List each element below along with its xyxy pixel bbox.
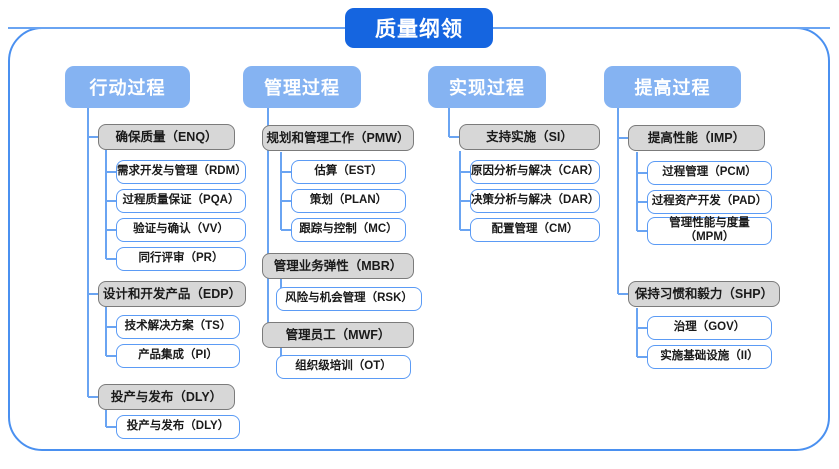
leaf-box-pr[interactable]: 同行评审（PR） <box>116 247 246 271</box>
group-box-dly[interactable]: 投产与发布（DLY） <box>98 384 235 410</box>
leaf-box-ts[interactable]: 技术解决方案（TS） <box>116 315 240 339</box>
column-header-realization[interactable]: 实现过程 <box>428 66 546 108</box>
leaf-box-pqa[interactable]: 过程质量保证（PQA） <box>116 189 246 213</box>
leaf-box-car[interactable]: 原因分析与解决（CAR） <box>470 160 600 184</box>
leaf-box-dar[interactable]: 决策分析与解决（DAR） <box>470 189 600 213</box>
group-box-enq[interactable]: 确保质量（ENQ） <box>98 124 235 150</box>
group-box-si[interactable]: 支持实施（SI） <box>459 124 600 150</box>
leaf-box-dly-child[interactable]: 投产与发布（DLY） <box>116 415 240 439</box>
column-header-management[interactable]: 管理过程 <box>243 66 361 108</box>
group-box-shp[interactable]: 保持习惯和毅力（SHP） <box>628 281 780 307</box>
leaf-box-gov[interactable]: 治理（GOV） <box>647 316 772 340</box>
leaf-box-ot[interactable]: 组织级培训（OT） <box>276 355 411 379</box>
leaf-box-est[interactable]: 估算（EST） <box>291 160 406 184</box>
leaf-box-plan[interactable]: 策划（PLAN） <box>291 189 406 213</box>
diagram-title: 质量纲领 <box>345 8 493 48</box>
leaf-box-vv[interactable]: 验证与确认（VV） <box>116 218 246 242</box>
leaf-box-pcm[interactable]: 过程管理（PCM） <box>647 161 772 185</box>
group-box-pmw[interactable]: 规划和管理工作（PMW） <box>262 125 414 151</box>
leaf-box-pad[interactable]: 过程资产开发（PAD） <box>647 190 772 214</box>
column-header-improvement[interactable]: 提高过程 <box>604 66 741 108</box>
leaf-box-rdm[interactable]: 需求开发与管理（RDM） <box>116 160 247 184</box>
column-header-action[interactable]: 行动过程 <box>65 66 190 108</box>
group-box-imp[interactable]: 提高性能（IMP） <box>628 125 765 151</box>
leaf-box-mpm[interactable]: 管理性能与度量（MPM） <box>647 217 772 245</box>
leaf-box-mc[interactable]: 跟踪与控制（MC） <box>291 218 406 242</box>
leaf-box-cm[interactable]: 配置管理（CM） <box>470 218 600 242</box>
group-box-mbr[interactable]: 管理业务弹性（MBR） <box>262 253 414 279</box>
leaf-box-ii[interactable]: 实施基础设施（II） <box>647 345 772 369</box>
group-box-edp[interactable]: 设计和开发产品（EDP） <box>98 281 246 307</box>
group-box-mwf[interactable]: 管理员工（MWF） <box>262 322 414 348</box>
leaf-box-rsk[interactable]: 风险与机会管理（RSK） <box>276 287 422 311</box>
leaf-box-pi[interactable]: 产品集成（PI） <box>116 344 240 368</box>
